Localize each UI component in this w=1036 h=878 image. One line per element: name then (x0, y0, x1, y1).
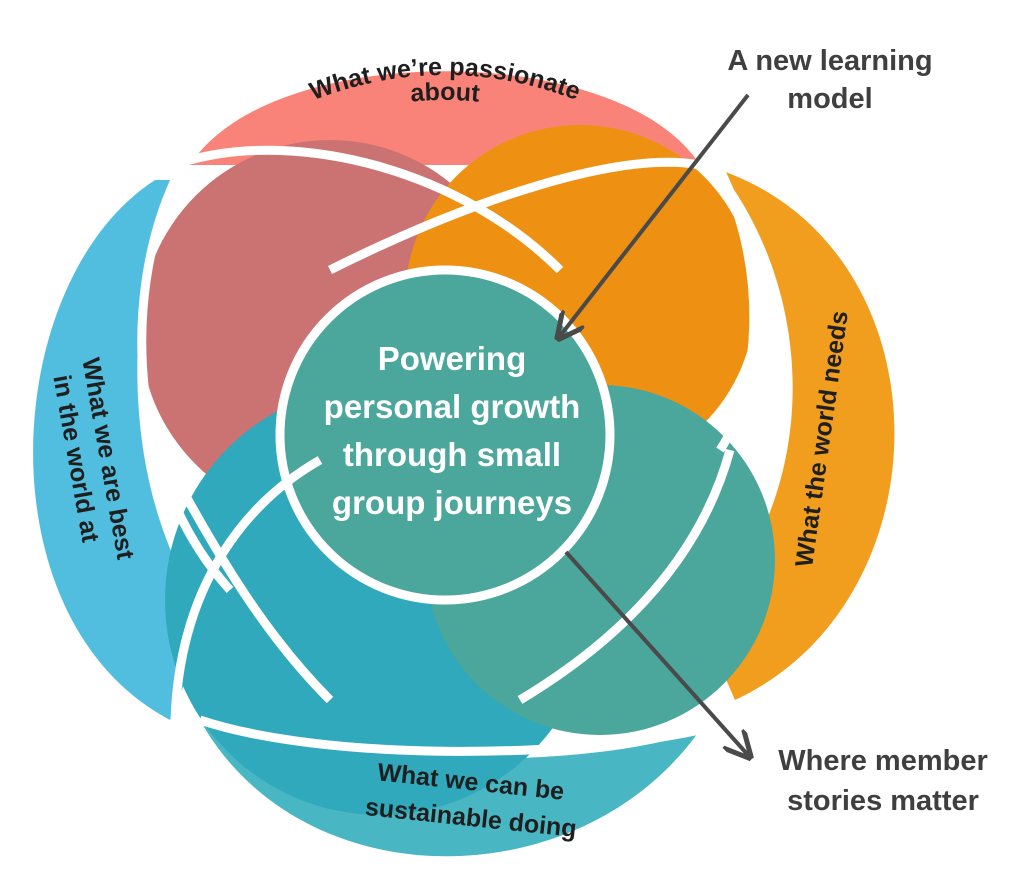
arrow-learning-model (560, 93, 750, 336)
label-passionate-2: about (409, 78, 481, 108)
outline-arc-4 (715, 167, 759, 453)
outline-arc-1 (137, 178, 234, 594)
callout-learning-model-line1: A new learning (727, 45, 932, 77)
outline-arc-8 (170, 456, 323, 721)
outline-arc-3 (327, 157, 701, 275)
arrow-member-stories (564, 550, 748, 755)
center-statement: Powering personal growth through small g… (324, 340, 581, 521)
outline-arc-7 (198, 715, 701, 756)
label-passionate-line2: about (409, 78, 481, 108)
center-line-2: personal growth (324, 388, 581, 425)
outline-arc-2 (188, 145, 564, 274)
callout-learning-model-line2: model (787, 83, 872, 115)
region-center (280, 270, 610, 600)
circle-outlines (137, 145, 759, 756)
overlap-regions (140, 125, 775, 815)
outline-center (275, 265, 615, 605)
callout-member-stories-line2: stories matter (787, 785, 979, 817)
outline-arc-5 (156, 447, 334, 704)
center-line-1: Powering (378, 340, 527, 377)
outline-arc-6 (517, 448, 735, 704)
callout-member-stories: Where member stories matter (778, 745, 988, 817)
center-line-3: through small (343, 436, 561, 473)
callout-member-stories-line1: Where member (778, 745, 988, 777)
callout-learning-model: A new learning model (727, 45, 932, 115)
center-line-4: group journeys (332, 484, 572, 521)
